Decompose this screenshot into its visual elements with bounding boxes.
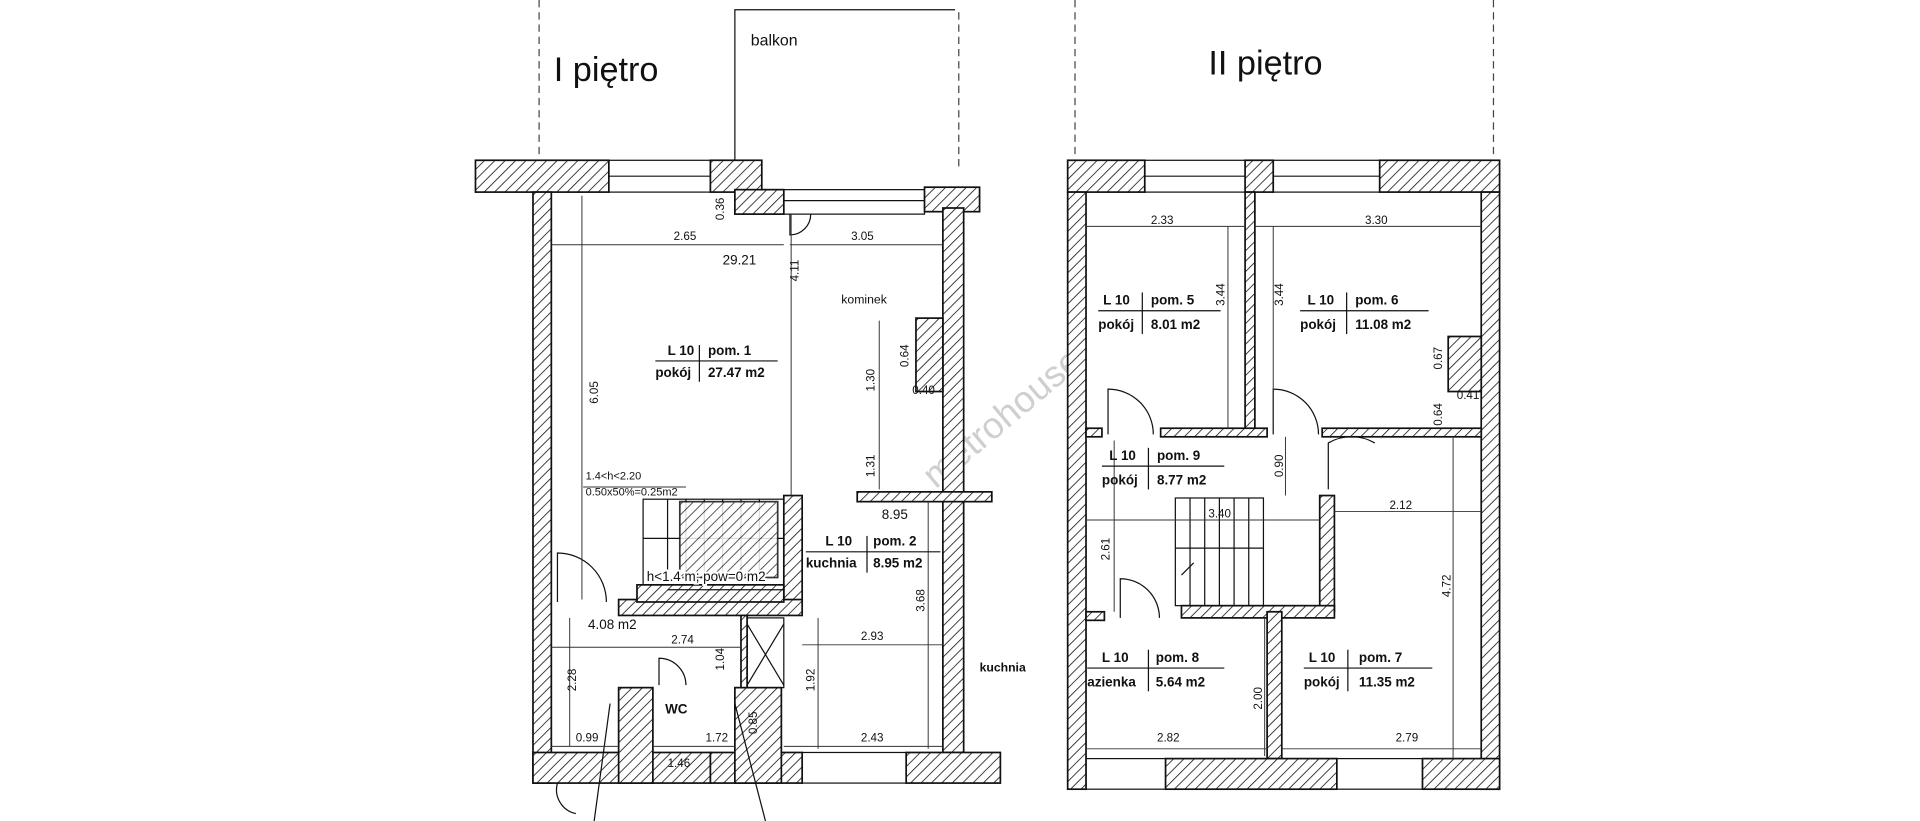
svg-text:pom. 2: pom. 2	[873, 534, 916, 549]
svg-text:L 10: L 10	[668, 343, 695, 358]
second-floor-doors	[1107, 388, 1376, 618]
svg-text:pokój: pokój	[655, 365, 691, 380]
svg-text:L 10: L 10	[1109, 448, 1136, 463]
svg-text:azienka: azienka	[1087, 674, 1136, 689]
svg-text:L 10: L 10	[1309, 650, 1336, 665]
svg-text:pokój: pokój	[1098, 317, 1134, 332]
svg-text:L 10: L 10	[1103, 293, 1130, 308]
dimension: 2.93	[861, 630, 884, 643]
second-floor-title: II piętro	[1208, 45, 1322, 83]
dimension: 3.44	[1214, 283, 1227, 306]
svg-text:11.08 m2: 11.08 m2	[1355, 317, 1411, 332]
dimension: 3.44	[1273, 283, 1286, 306]
area-total-label: 29.21	[723, 252, 757, 267]
svg-text:pom. 9: pom. 9	[1157, 448, 1200, 463]
dimension: 4.11	[788, 260, 801, 282]
second-floor-plan: II piętro	[1066, 45, 1501, 791]
dimension: 2.00	[1252, 687, 1265, 710]
dimension: 0.36	[714, 198, 727, 221]
svg-text:5.64 m2: 5.64 m2	[1156, 674, 1205, 689]
svg-text:pokój: pokój	[1300, 317, 1336, 332]
second-floor-dimensions: 2.33 3.30 3.44 3.44 0.67 0.64 0.41 0.90 …	[1099, 214, 1479, 745]
dimension: 0.64	[899, 344, 912, 367]
dimension: 2.79	[1396, 731, 1419, 744]
svg-text:pom. 5: pom. 5	[1151, 293, 1195, 308]
dimension: 0.90	[1273, 455, 1286, 478]
room-label-pom-9: L 10 pom. 9 pokój 8.77 m2	[1102, 447, 1225, 490]
dimension: 0.41	[1457, 389, 1480, 402]
stair-note-2: 0.50x50%=0.25m2	[586, 487, 678, 499]
dimension: 0.64	[1432, 403, 1445, 426]
fireplace-label: kominek	[841, 292, 887, 306]
wc-label: WC	[665, 701, 688, 716]
dimension: 0.67	[1432, 347, 1445, 370]
svg-text:27.47 m2: 27.47 m2	[708, 365, 765, 380]
kitchen-total-label: 8.95	[882, 507, 908, 522]
dimension: 2.82	[1157, 731, 1180, 744]
svg-text:8.95 m2: 8.95 m2	[873, 556, 922, 571]
second-floor-dimension-lines	[1086, 225, 1482, 759]
room-label-pom-7: L 10 pom. 7 pokój 11.35 m2	[1304, 649, 1433, 692]
first-floor-title: I piętro	[554, 51, 659, 89]
hall-area-label: 4.08 m2	[588, 617, 637, 632]
first-floor-plan: I piętro balkon	[474, 9, 1026, 821]
svg-text:8.77 m2: 8.77 m2	[1157, 473, 1206, 488]
svg-text:L 10: L 10	[825, 534, 852, 549]
dimension: 3.05	[851, 230, 874, 243]
kitchen-outside-label: kuchnia	[980, 661, 1026, 675]
room-label-pom-1: L 10 pom. 1 pokój 27.47 m2	[655, 343, 778, 382]
dimension: 1.31	[864, 455, 877, 478]
dimension: 3.30	[1365, 214, 1388, 227]
dimension: 0.85	[747, 712, 760, 735]
svg-text:8.01 m2: 8.01 m2	[1151, 317, 1200, 332]
svg-text:pokój: pokój	[1304, 674, 1340, 689]
room-label-pom-2: L 10 pom. 2 kuchnia 8.95 m2	[806, 534, 941, 573]
svg-text:pom. 8: pom. 8	[1156, 650, 1200, 665]
dimension: 2.61	[1099, 538, 1112, 561]
balcony-label: balkon	[751, 32, 798, 49]
dimension: 2.33	[1151, 214, 1174, 227]
first-floor-labels: 29.21 kominek 1.4<h<2.20 0.50x50%=0.25m2…	[586, 252, 1026, 716]
stair-note-1: 1.4<h<2.20	[586, 471, 642, 483]
dimension: 1.30	[864, 369, 877, 392]
balcony: balkon	[734, 9, 960, 172]
dimension: 6.05	[588, 381, 601, 404]
dimension: 1.72	[706, 731, 729, 744]
svg-text:pokój: pokój	[1102, 473, 1138, 488]
dimension: 1.46	[668, 757, 691, 770]
room-label-pom-6: L 10 pom. 6 pokój 11.08 m2	[1300, 292, 1429, 335]
dimension: 1.04	[714, 647, 727, 670]
svg-text:11.35 m2: 11.35 m2	[1359, 674, 1415, 689]
room-label-pom-5: L 10 pom. 5 pokój 8.01 m2	[1098, 292, 1221, 335]
dimension: 0.40	[912, 384, 935, 397]
dimension: 2.65	[674, 230, 697, 243]
dimension: 2.74	[671, 634, 694, 647]
stair-note-3: h<1.4 m; pow=0 m2	[647, 569, 766, 584]
dimension: 1.92	[804, 669, 817, 692]
svg-text:L 10: L 10	[1307, 293, 1334, 308]
svg-text:pom. 1: pom. 1	[708, 343, 752, 358]
first-floor-dimensions: 2.65 3.05 0.36 4.11 6.05 0.64 1.30 0.40 …	[566, 198, 935, 771]
first-floor-walls	[474, 159, 1002, 784]
room-label-pom-8: L 10 pom. 8 azienka 5.64 m2	[1087, 649, 1225, 692]
dimension: 3.68	[915, 589, 928, 612]
dimension: 2.12	[1389, 499, 1412, 512]
svg-text:pom. 6: pom. 6	[1355, 293, 1398, 308]
svg-text:L 10: L 10	[1102, 650, 1129, 665]
first-floor-stairs	[642, 498, 785, 591]
dimension: 4.72	[1441, 574, 1454, 597]
svg-text:kuchnia: kuchnia	[806, 556, 857, 571]
dimension: 2.43	[861, 731, 884, 744]
first-floor-dimension-lines	[551, 195, 943, 749]
dimension: 0.99	[576, 731, 599, 744]
second-floor-stairs	[1174, 497, 1265, 607]
svg-text:pom. 7: pom. 7	[1359, 650, 1402, 665]
second-floor-walls	[1066, 159, 1501, 791]
dimension: 3.40	[1208, 508, 1231, 521]
page-guides	[538, 0, 1495, 160]
first-floor-doors	[555, 214, 812, 821]
dimension: 2.28	[566, 669, 579, 692]
